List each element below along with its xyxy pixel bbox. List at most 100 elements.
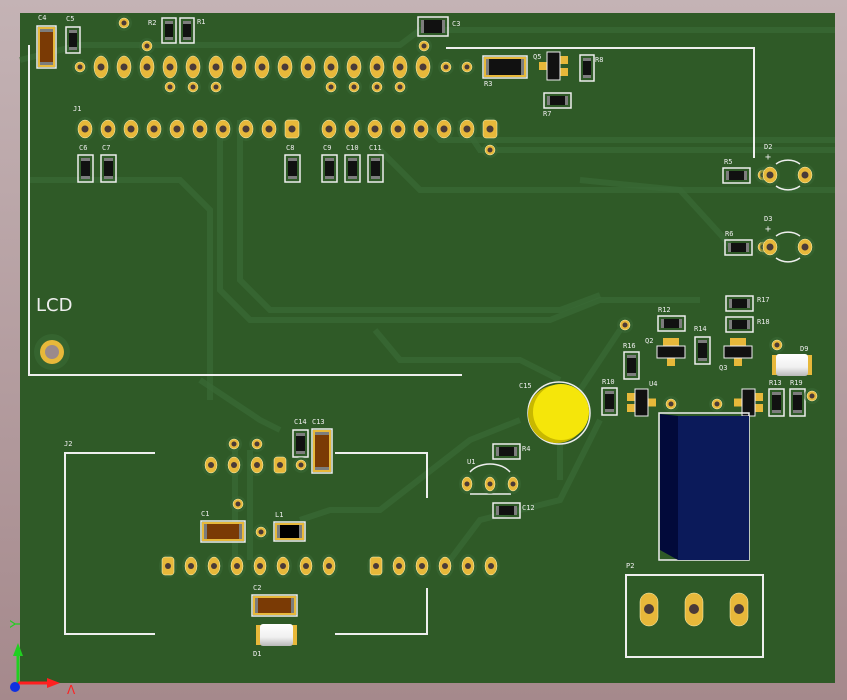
pad-drill <box>77 64 83 70</box>
component-c7[interactable]: C7 <box>100 144 117 183</box>
component-d9[interactable]: D9 <box>772 345 812 376</box>
component-c1[interactable]: C1 <box>200 510 246 543</box>
component-r10[interactable]: R10 <box>601 378 618 416</box>
component-outline <box>694 336 711 365</box>
copper-trace <box>579 177 733 248</box>
component-label: C9 <box>323 144 331 152</box>
pad-drill <box>488 563 494 569</box>
lead <box>560 68 568 76</box>
component-r16[interactable]: R16 <box>623 342 640 380</box>
component-r7[interactable]: R7 <box>543 92 572 118</box>
component-c6[interactable]: C6 <box>77 144 94 183</box>
y-axis-arrowhead-icon <box>13 643 23 656</box>
component-d3[interactable]: +D3 <box>764 215 801 263</box>
via <box>459 59 475 75</box>
pad-drill <box>689 604 699 614</box>
component-c2[interactable]: C2 <box>251 584 298 617</box>
component-c11[interactable]: C11 <box>367 144 384 183</box>
component-r2[interactable]: R2 <box>148 17 177 44</box>
header-pin <box>252 53 272 81</box>
component-d2[interactable]: +D2 <box>764 143 801 191</box>
component-label: C15 <box>519 382 532 390</box>
component-outline <box>292 429 309 458</box>
component-c5[interactable]: C5 <box>65 15 81 54</box>
component-r5[interactable]: R5 <box>722 158 751 184</box>
pad-drill <box>714 401 720 407</box>
component-q2[interactable]: Q2 <box>645 337 686 366</box>
component-r3[interactable]: R3 <box>482 55 528 88</box>
component-unlabeled-transistor[interactable] <box>734 388 763 417</box>
component-label: C7 <box>102 144 110 152</box>
via <box>139 38 155 54</box>
component-r17[interactable]: R17 <box>725 295 770 312</box>
pad-drill <box>622 322 628 328</box>
via <box>369 79 385 95</box>
component-l1[interactable]: L1 <box>273 511 306 542</box>
component-body <box>605 394 614 409</box>
component-c12[interactable]: C12 <box>492 502 535 519</box>
j1-pin <box>236 117 256 141</box>
component-r19[interactable]: R19 <box>789 379 806 417</box>
component-r8[interactable]: R8 <box>579 54 603 82</box>
component-r14[interactable]: R14 <box>694 325 711 365</box>
pad-drill <box>809 393 815 399</box>
component-body <box>288 161 297 176</box>
component-body <box>489 59 521 75</box>
component-p2[interactable]: P2 <box>626 562 749 627</box>
component-label: R17 <box>757 296 770 304</box>
component-c14[interactable]: C14 <box>292 418 309 458</box>
component-label: C3 <box>452 20 460 28</box>
component-c8[interactable]: C8 <box>284 144 301 183</box>
lead <box>755 404 763 412</box>
pad-drill <box>208 462 214 468</box>
pad-drill <box>213 84 219 90</box>
j1-pin <box>282 117 302 141</box>
pad-drill <box>81 125 89 133</box>
component-r12[interactable]: R12 <box>657 306 686 332</box>
via <box>663 396 679 412</box>
component-q3[interactable]: Q3 <box>719 338 753 372</box>
component-u4[interactable]: U4 <box>627 380 657 417</box>
pad-drill <box>396 63 404 71</box>
component-c10[interactable]: C10 <box>344 144 361 183</box>
component-r18[interactable]: R18 <box>725 316 770 333</box>
component-r1[interactable]: R1 <box>179 17 205 44</box>
component-c15[interactable]: C15 <box>519 381 591 445</box>
lead <box>663 338 671 346</box>
component-r13[interactable]: R13 <box>768 379 785 417</box>
led-cathode <box>795 164 815 186</box>
diode-body <box>776 354 808 376</box>
component-label: C6 <box>79 144 87 152</box>
component-body <box>325 161 334 176</box>
component-c9[interactable]: C9 <box>321 144 338 183</box>
via <box>346 79 362 95</box>
component-label: R16 <box>623 342 636 350</box>
component-label: Q5 <box>533 53 541 61</box>
component-label: R1 <box>197 18 205 26</box>
component-u1[interactable]: U1 <box>467 458 511 495</box>
component-r4[interactable]: R4 <box>492 443 530 460</box>
component-outline <box>417 16 449 37</box>
pad-drill <box>766 171 774 179</box>
component-label: R8 <box>595 56 603 64</box>
component-outline <box>311 428 333 474</box>
pad-drill <box>419 63 427 71</box>
component-c13[interactable]: C13 <box>311 418 333 474</box>
component-r6[interactable]: R6 <box>724 230 753 256</box>
lead <box>648 398 656 407</box>
component-d1[interactable]: D1 <box>253 624 297 658</box>
j2-row-pin <box>320 554 338 578</box>
component-c4[interactable]: C4 <box>36 14 57 69</box>
lead <box>539 62 547 70</box>
component-c3[interactable]: C3 <box>417 16 460 37</box>
component-relay[interactable] <box>658 412 750 561</box>
via <box>230 496 246 512</box>
pad-drill <box>417 125 425 133</box>
cap-outline <box>527 381 591 445</box>
j2-row-pin <box>436 554 454 578</box>
component-q5[interactable]: Q5 <box>533 51 568 81</box>
j1-pin <box>98 117 118 141</box>
component-body <box>258 598 291 613</box>
j2-row-pin <box>459 554 477 578</box>
